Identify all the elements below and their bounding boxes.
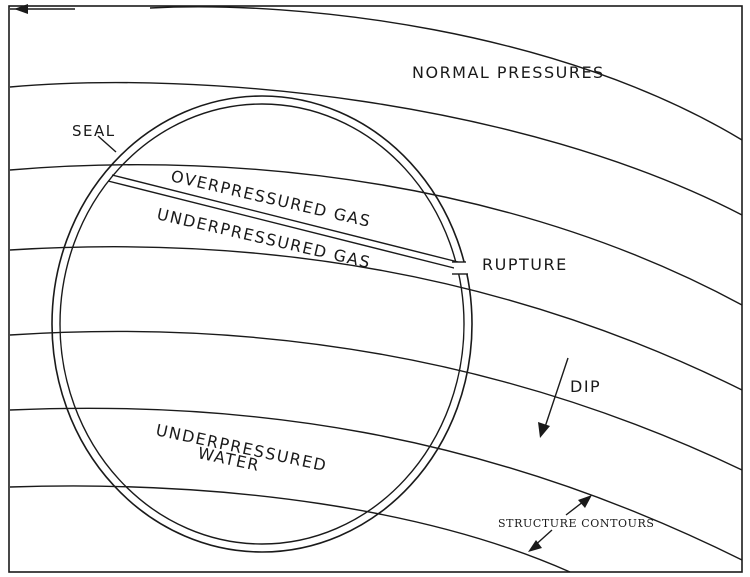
contour-line	[9, 485, 571, 573]
rupture-label: RUPTURE	[482, 255, 568, 274]
normal-pressures-label: NORMAL PRESSURES	[412, 63, 605, 82]
contour-line	[9, 81, 743, 216]
contour-line	[9, 246, 743, 391]
contour-line	[9, 330, 743, 471]
rupture-gap	[452, 261, 468, 275]
diagram-frame	[8, 5, 743, 573]
gas-interface-seal	[107, 174, 467, 272]
seal-ring	[51, 95, 473, 553]
structure-contour-lines	[9, 6, 743, 573]
contour-line	[9, 407, 743, 561]
seal-label: SEAL	[72, 122, 116, 140]
contour-line	[9, 164, 743, 306]
dip-arrow-icon	[538, 357, 569, 438]
top-arrow-icon	[10, 4, 75, 14]
structure-contours-label: STRUCTURE CONTOURS	[498, 517, 655, 530]
contour-line	[149, 6, 743, 141]
seal-leader-line	[97, 135, 117, 153]
dip-label: DIP	[570, 377, 601, 396]
contour-pointer-arrows	[528, 495, 592, 552]
